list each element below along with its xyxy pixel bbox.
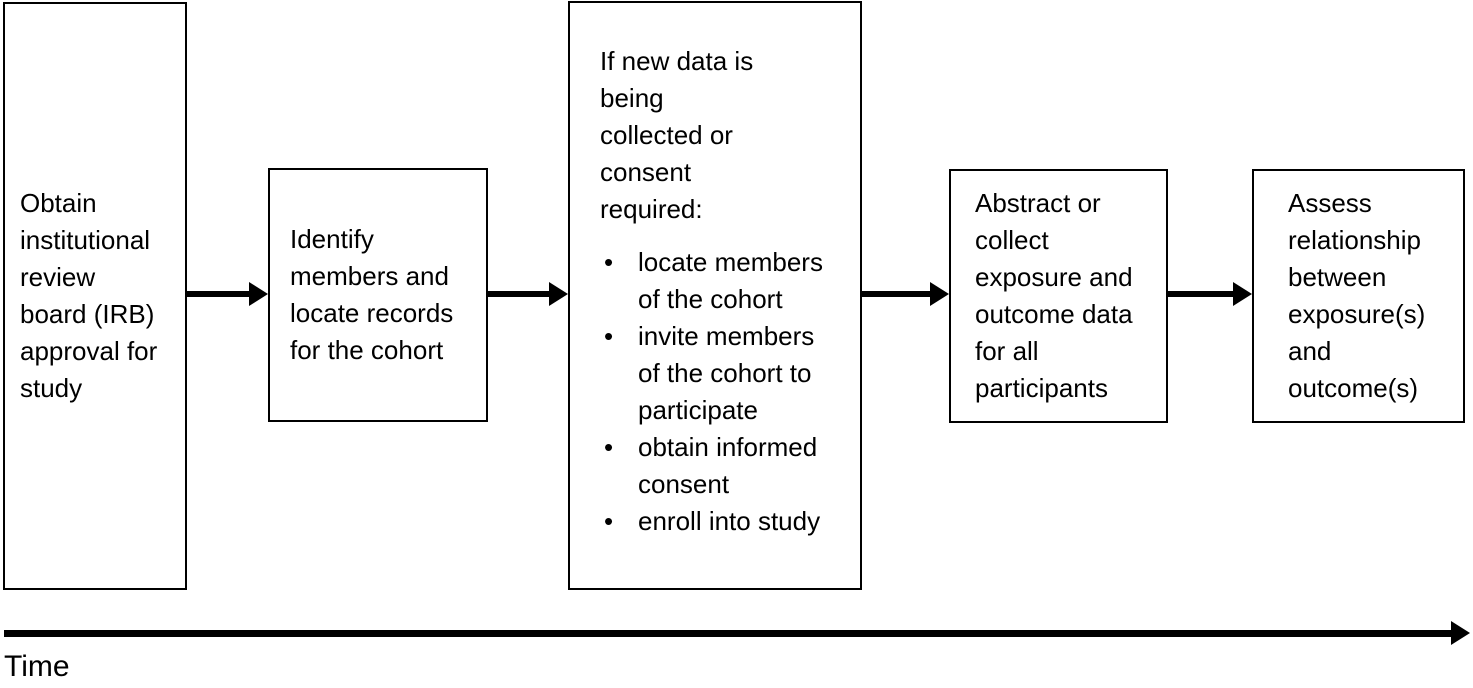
flow-arrow-2: [488, 282, 568, 306]
bullet-icon: •: [604, 506, 614, 536]
arrow-head-icon: [930, 282, 949, 306]
arrow-head-icon: [1233, 282, 1252, 306]
step-box-abstract-collect-data: Abstract or collect exposure and outcome…: [949, 169, 1168, 423]
step-box-new-data-consent: If new data is being collected or consen…: [568, 1, 862, 590]
flow-arrow-4: [1168, 282, 1252, 306]
bullet-item: • obtain informed consent: [600, 429, 852, 503]
step-intro-text: If new data is being collected or consen…: [600, 46, 754, 224]
step-text: Assess relationship between exposure(s) …: [1288, 188, 1426, 403]
step-box-assess-relationship: Assess relationship between exposure(s) …: [1252, 169, 1465, 423]
step-box-identify-members: Identify members and locate records for …: [268, 168, 488, 422]
timeline-label: Time: [4, 650, 70, 683]
arrow-head-icon: [549, 282, 568, 306]
arrow-shaft: [862, 291, 930, 297]
flow-arrow-1: [187, 282, 268, 306]
step-text: Obtain institutional review board (IRB) …: [20, 188, 158, 403]
flow-arrow-3: [862, 282, 949, 306]
arrow-shaft: [1168, 291, 1233, 297]
arrow-shaft: [4, 629, 1451, 637]
step-box-irb-approval: Obtain institutional review board (IRB) …: [3, 2, 187, 590]
bullet-icon: •: [604, 432, 614, 462]
arrow-head-icon: [1451, 621, 1470, 645]
bullet-icon: •: [604, 321, 614, 351]
timeline-arrow: [4, 621, 1470, 645]
bullet-list: • locate members of the cohort • invite …: [600, 244, 852, 540]
bullet-icon: •: [604, 247, 614, 277]
bullet-text: locate members of the cohort: [638, 247, 823, 314]
step-text: Identify members and locate records for …: [290, 224, 454, 365]
arrow-shaft: [488, 291, 549, 297]
bullet-text: enroll into study: [638, 506, 821, 536]
bullet-item: • locate members of the cohort: [600, 244, 852, 318]
bullet-text: invite members of the cohort to particip…: [638, 321, 815, 425]
bullet-text: obtain informed consent: [638, 432, 818, 499]
arrow-head-icon: [249, 282, 268, 306]
arrow-shaft: [187, 291, 249, 297]
bullet-item: • enroll into study: [600, 503, 852, 540]
step-text: Abstract or collect exposure and outcome…: [975, 188, 1133, 403]
bullet-item: • invite members of the cohort to partic…: [600, 318, 852, 429]
